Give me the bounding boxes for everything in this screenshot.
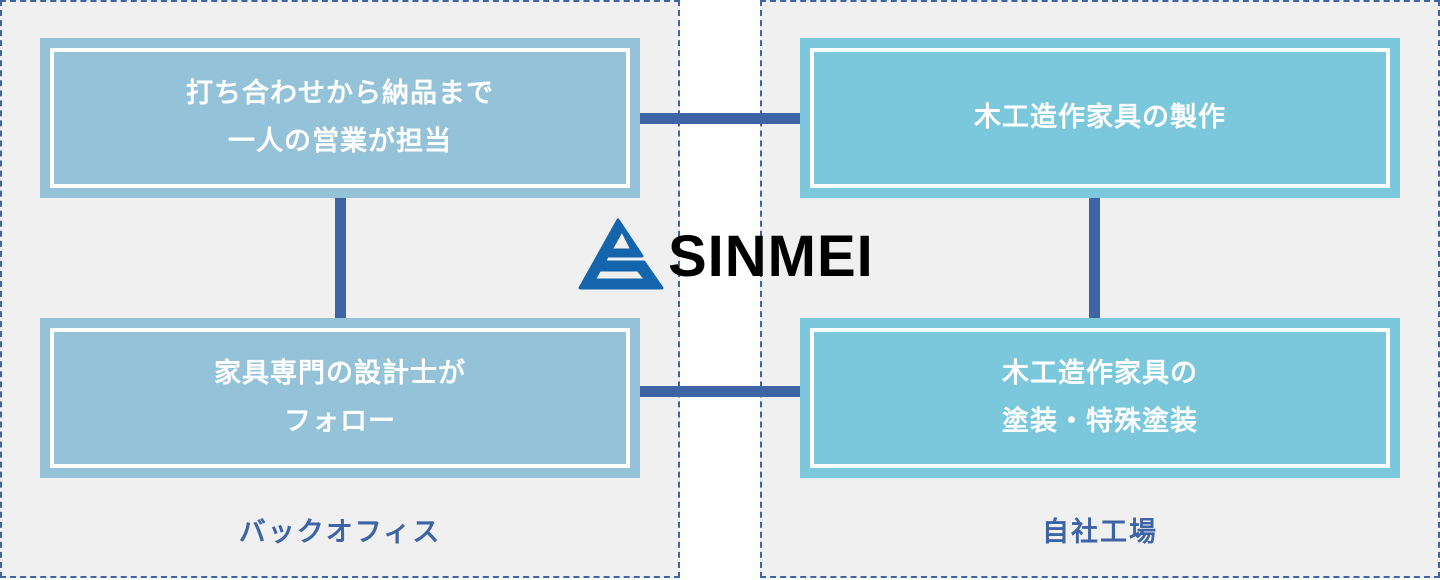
sinmei-logo-icon bbox=[578, 218, 664, 290]
box-text: 木工造作家具の製作 bbox=[810, 48, 1390, 188]
production-box: 木工造作家具の製作 bbox=[800, 38, 1400, 198]
designer-box: 家具専門の設計士が フォロー bbox=[40, 318, 640, 478]
painting-box: 木工造作家具の 塗装・特殊塗装 bbox=[800, 318, 1400, 478]
sales-box: 打ち合わせから納品まで 一人の営業が担当 bbox=[40, 38, 640, 198]
connector bbox=[335, 198, 346, 318]
logo-text: SINMEI bbox=[668, 224, 874, 289]
back-office-label: バックオフィス bbox=[238, 517, 442, 548]
box-text: 打ち合わせから納品まで 一人の営業が担当 bbox=[50, 48, 630, 188]
connector bbox=[640, 386, 800, 397]
box-text: 家具専門の設計士が フォロー bbox=[50, 328, 630, 468]
connector bbox=[1089, 198, 1100, 318]
factory-label: 自社工場 bbox=[1042, 517, 1158, 548]
box-text: 木工造作家具の 塗装・特殊塗装 bbox=[810, 328, 1390, 468]
connector bbox=[640, 113, 800, 124]
